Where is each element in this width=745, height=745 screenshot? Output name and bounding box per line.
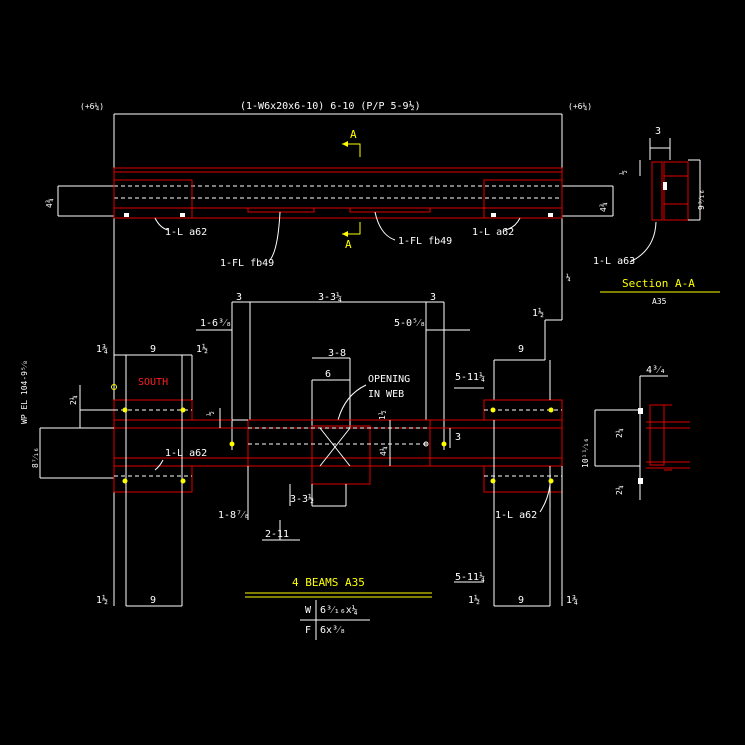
left-elevation: (+6¼) (80, 102, 104, 111)
dim-3-mid: 3-3¼ (318, 291, 342, 303)
flange-left-label: 1-FL fb49 (220, 258, 274, 269)
opening-leader (337, 384, 367, 421)
dim-1-63: 1-6³⁄₈ (200, 318, 232, 329)
bolt-hole (423, 441, 429, 447)
dim-3-left: 3 (236, 292, 242, 303)
dim-2-11: 2-11 (265, 529, 289, 540)
right-dim-9: 9 (518, 344, 524, 355)
bolt-marker (180, 407, 186, 413)
f-value: 6x³⁄₈ (320, 625, 346, 636)
bolt-marker (229, 441, 235, 447)
section-mark-bottom: A (342, 222, 361, 251)
right-dim-5-11: 5-11¼ (455, 371, 485, 383)
top-left-dim: 4¾ (45, 198, 54, 208)
south-label: SOUTH (138, 377, 168, 388)
opening-label: OPENING (368, 374, 410, 385)
left-dim-214: 2¼ (69, 395, 78, 405)
right-dim-112: 1½ (532, 307, 544, 319)
right-angle-label: 1-L a62 (495, 510, 537, 521)
w-value: 6³⁄₁₆x¼ (320, 604, 358, 616)
left-dim-9: 9 (150, 344, 156, 355)
section-mark-top: A (342, 128, 361, 157)
right-bot-134: 1¾ (566, 594, 578, 606)
section-aa-title: Section A-A (622, 277, 695, 290)
bolt-marker (548, 407, 554, 413)
left-column (79, 354, 193, 607)
bolt-marker (490, 478, 496, 484)
leader (154, 217, 169, 231)
material-table (300, 600, 370, 640)
svg-text:A: A (345, 238, 352, 251)
beam-description: (1-W6x20x6-10) 6-10 (P/P 5-9½) (240, 100, 421, 112)
svg-text:A: A (350, 128, 357, 141)
dim-4-quarter: 4¼ (379, 446, 388, 456)
middle-beam (39, 408, 563, 541)
side-dim-101116: 10¹¹⁄₁₆ (581, 438, 590, 468)
side-detail (594, 375, 690, 500)
work-point-marker (111, 384, 117, 390)
dim-3-small: 3 (455, 432, 461, 443)
leader (154, 459, 164, 471)
top-right-angle-label: 1-L a62 (472, 227, 514, 238)
dim-quarter: ¼ (566, 273, 571, 282)
section-aa-dim-top: 3 (655, 126, 661, 137)
dim-3-right: 3 (430, 292, 436, 303)
w-label: W (305, 605, 312, 616)
drawing-title: 4 BEAMS A35 (292, 576, 365, 589)
dim-6: 6 (325, 369, 331, 380)
dim-3-3half: 3-3½ (290, 493, 314, 505)
top-right-dim: 4¾ (599, 202, 608, 212)
left-dim-8716: 8⁷⁄₁₆ (31, 447, 40, 468)
left-dim-112: 1½ (196, 343, 208, 355)
bolt-marker (490, 407, 496, 413)
bolt-marker (122, 478, 128, 484)
dim-3-8: 3-8 (328, 348, 346, 359)
left-bot-112: 1½ (96, 594, 108, 606)
bolt-marker (122, 407, 128, 413)
section-aa-dim-half: ½ (618, 170, 628, 175)
side-dim-434: 4³⁄₄ (646, 365, 666, 376)
section-aa-detail (629, 138, 701, 263)
left-angle-label: 1-L a62 (165, 448, 207, 459)
bolt-marker (441, 441, 447, 447)
right-dim-5-11-bot: 5-11¼ (455, 571, 485, 583)
dim-5-05: 5-0⁵⁄₈ (394, 318, 426, 329)
leader (539, 484, 551, 513)
left-bot-9: 9 (150, 595, 156, 606)
side-dim-214b: 2¼ (615, 485, 624, 495)
top-left-angle-label: 1-L a62 (165, 227, 207, 238)
left-dim-134: 1¾ (96, 343, 108, 355)
wp-elevation: WP EL 104-9⁵⁄₈ (20, 360, 29, 424)
right-column (454, 360, 563, 607)
right-bot-112: 1½ (468, 594, 480, 606)
leader (374, 211, 396, 241)
section-aa-dim-side: 9³⁄₁₆ (697, 189, 706, 210)
section-aa-ref: A35 (652, 297, 667, 306)
dim-1-87: 1-8⁷⁄₈ (218, 510, 250, 521)
right-elevation: (+6¼) (568, 102, 592, 111)
dim-1half: 1½ (377, 410, 387, 420)
in-web-label: IN WEB (368, 389, 404, 400)
right-bot-9: 9 (518, 595, 524, 606)
f-label: F (305, 625, 311, 636)
leader (504, 217, 521, 231)
dim-half: ½ (205, 411, 215, 416)
section-aa-angle: 1-L a63 (593, 256, 635, 267)
bolt-marker (548, 478, 554, 484)
side-dim-214a: 2¼ (615, 428, 624, 438)
flange-right-label: 1-FL fb49 (398, 236, 452, 247)
top-beam (57, 167, 614, 219)
leader (269, 211, 281, 261)
bolt-marker (180, 478, 186, 484)
